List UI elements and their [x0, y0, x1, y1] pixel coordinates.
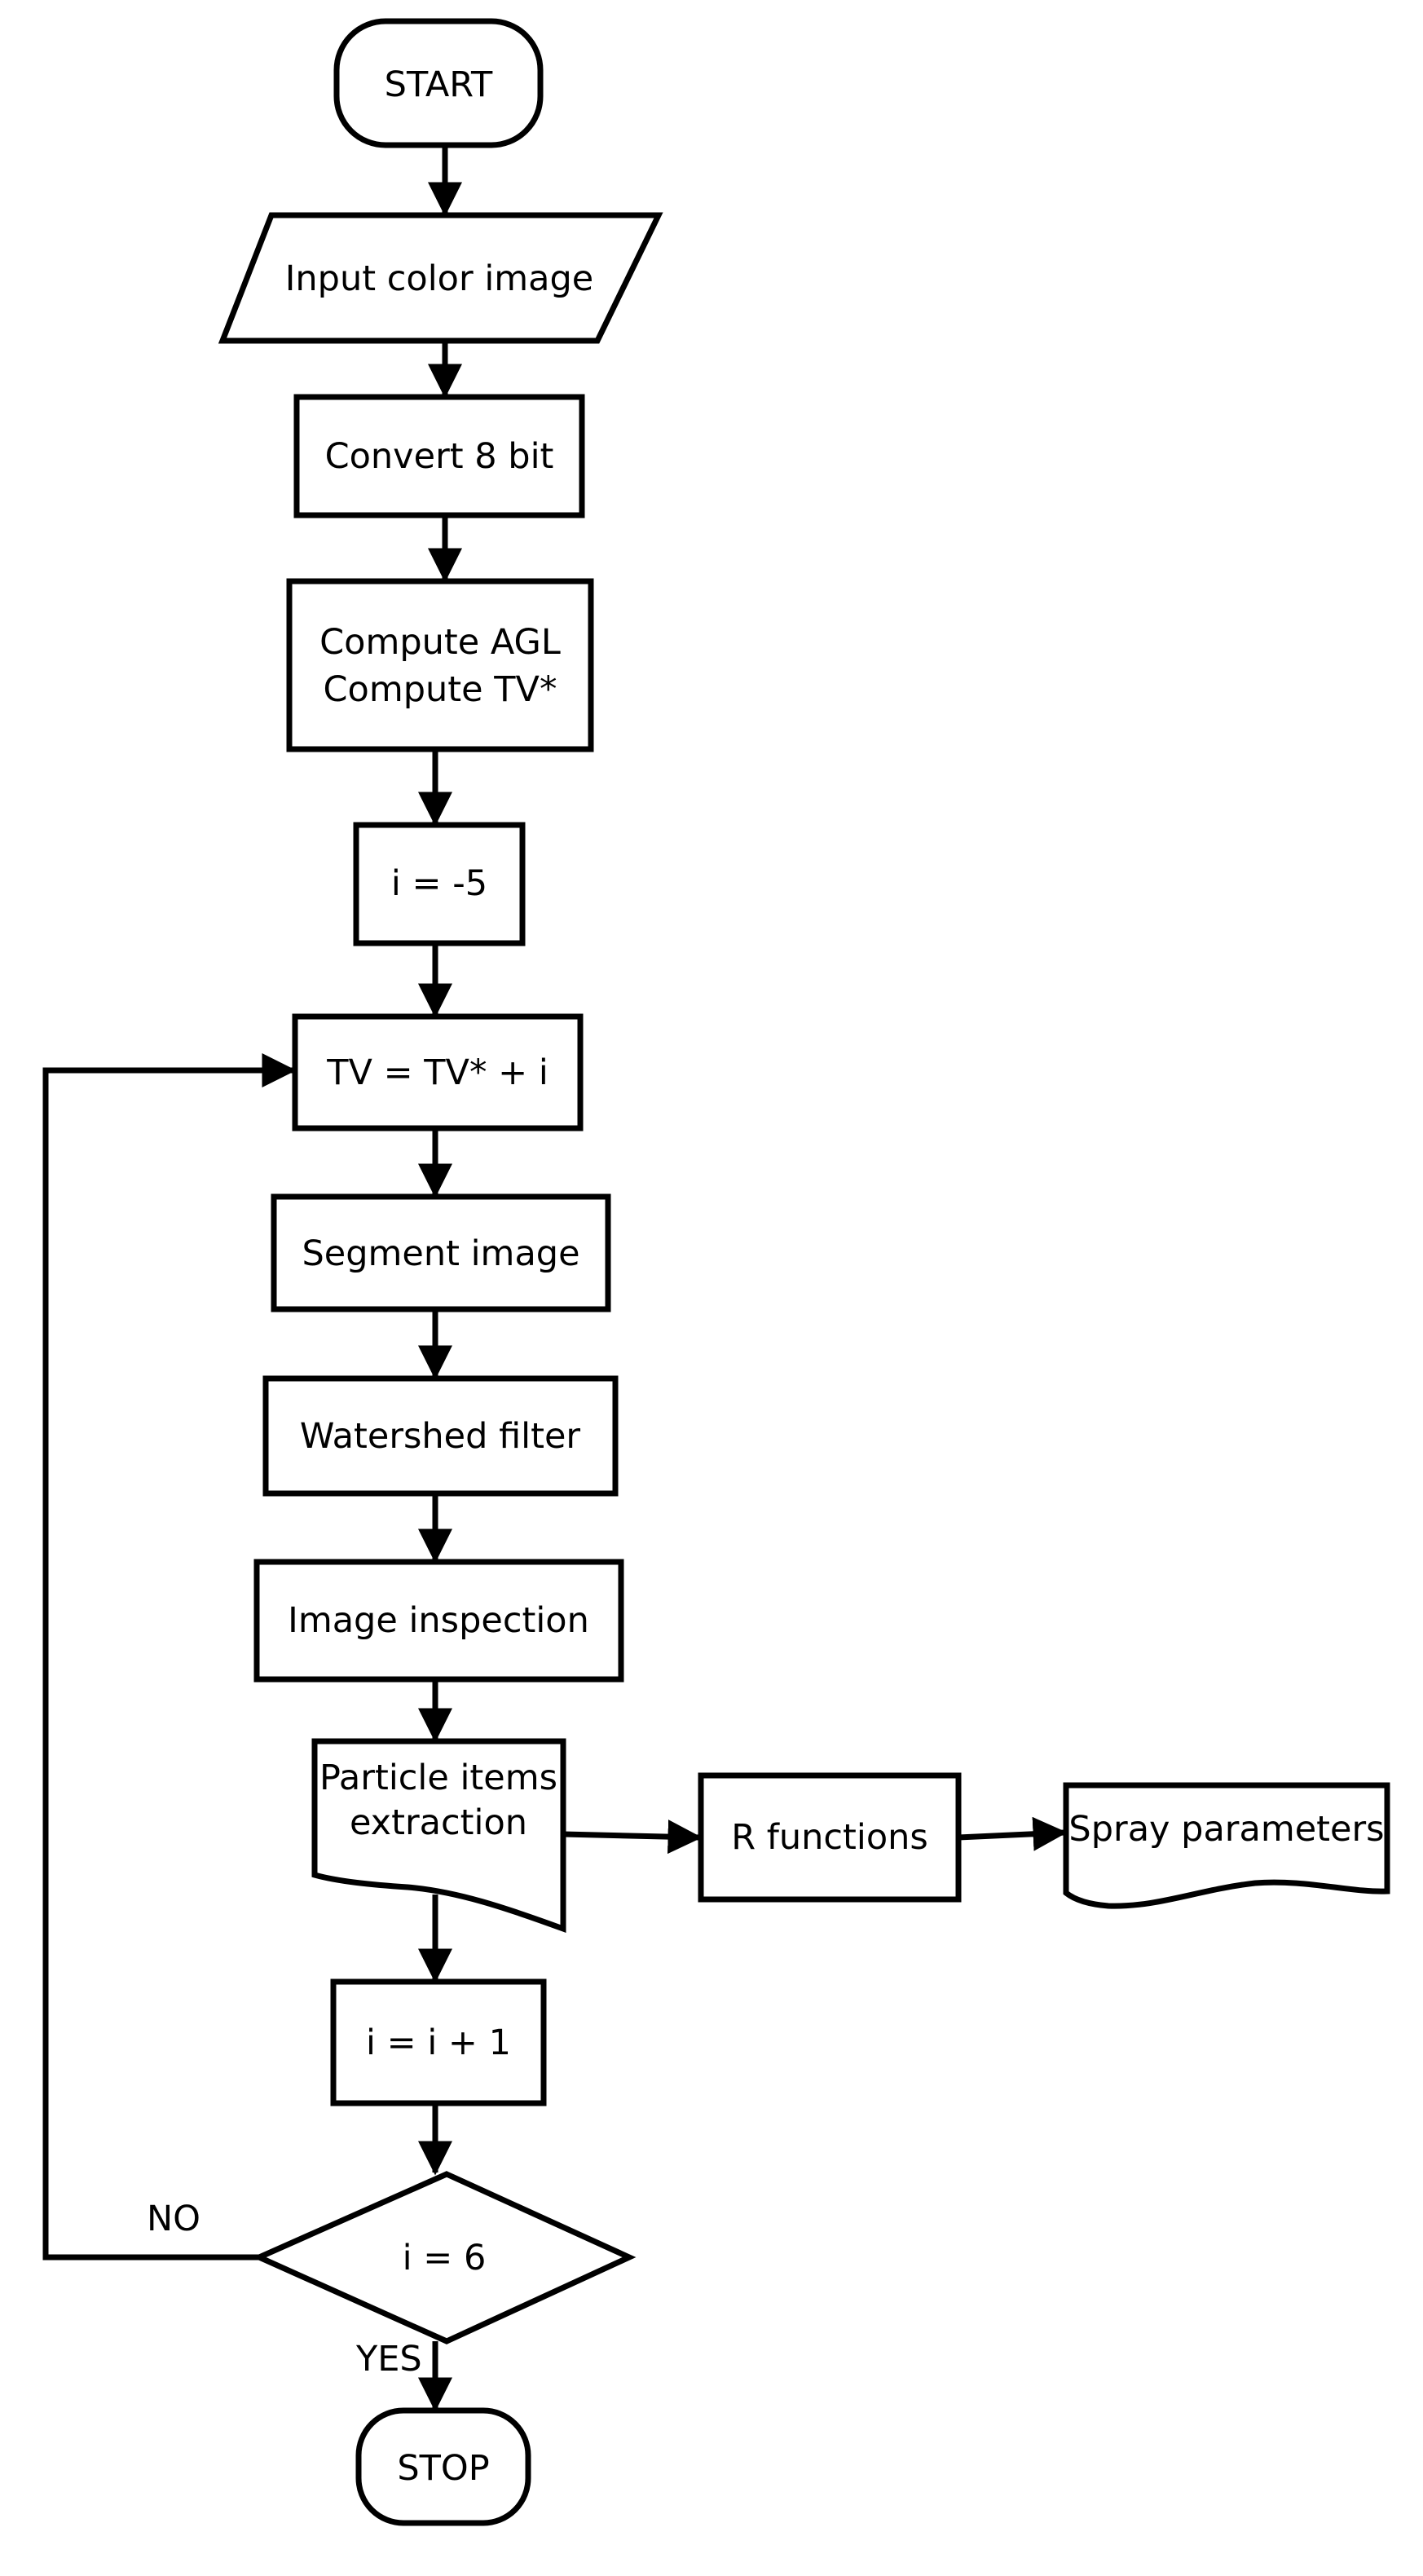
spray-label: Spray parameters	[1068, 1809, 1384, 1850]
init-box	[353, 822, 526, 946]
node-tv: TV = TV* + i	[292, 1013, 584, 1131]
input-parallelogram	[218, 212, 663, 344]
compute-box	[286, 578, 594, 752]
tv-box	[292, 1013, 584, 1131]
watershed-label: Watershed filter	[300, 1416, 581, 1457]
extraction-document	[311, 1738, 566, 1934]
node-stop: STOP	[355, 2407, 531, 2526]
node-start: START	[333, 18, 544, 148]
segment-label: Segment image	[302, 1233, 579, 1274]
node-input: Input color image	[218, 212, 663, 344]
node-compute: Compute AGL Compute TV*	[286, 578, 594, 752]
no-label: NO	[147, 2199, 200, 2239]
convert-box	[293, 394, 585, 518]
extraction-line-1: Particle items	[319, 1758, 557, 1798]
node-init: i = -5	[353, 822, 526, 946]
decision-label: i = 6	[403, 2238, 487, 2278]
inspection-box	[253, 1559, 624, 1683]
node-inspection: Image inspection	[253, 1559, 624, 1683]
compute-line-2: Compute TV*	[324, 669, 557, 710]
node-segment: Segment image	[271, 1193, 611, 1312]
init-label: i = -5	[391, 863, 487, 904]
convert-label: Convert 8 bit	[325, 436, 554, 477]
connectors	[42, 145, 1068, 2412]
extraction-line-2: extraction	[350, 1802, 527, 1843]
segment-box	[271, 1193, 611, 1312]
node-spray: Spray parameters	[1063, 1782, 1390, 1909]
rfunc-label: R functions	[731, 1817, 928, 1858]
increment-label: i = i + 1	[366, 2022, 511, 2063]
increment-box	[330, 1978, 547, 2106]
compute-line-1: Compute AGL	[319, 622, 561, 663]
start-terminator	[333, 18, 544, 148]
node-rfunc: R functions	[698, 1772, 962, 1903]
node-extraction: Particle items extraction	[311, 1738, 566, 1934]
spray-document	[1063, 1782, 1390, 1909]
stop-label: STOP	[397, 2448, 489, 2489]
start-label: START	[385, 64, 493, 105]
edge-extraction-rfunc	[562, 1820, 703, 1855]
yes-label: YES	[355, 2339, 422, 2380]
edge-rfunc-spray	[958, 1816, 1068, 1851]
node-convert: Convert 8 bit	[293, 394, 585, 518]
tv-label: TV = TV* + i	[326, 1052, 548, 1093]
rfunc-box	[698, 1772, 962, 1903]
edge-no-loop	[42, 1053, 297, 2261]
node-decision: i = 6	[252, 2171, 637, 2344]
watershed-box	[262, 1375, 619, 1497]
node-watershed: Watershed filter	[262, 1375, 619, 1497]
decision-diamond	[252, 2171, 637, 2344]
input-label: Input color image	[285, 258, 594, 299]
node-increment: i = i + 1	[330, 1978, 547, 2106]
inspection-label: Image inspection	[288, 1600, 589, 1641]
stop-terminator	[355, 2407, 531, 2526]
